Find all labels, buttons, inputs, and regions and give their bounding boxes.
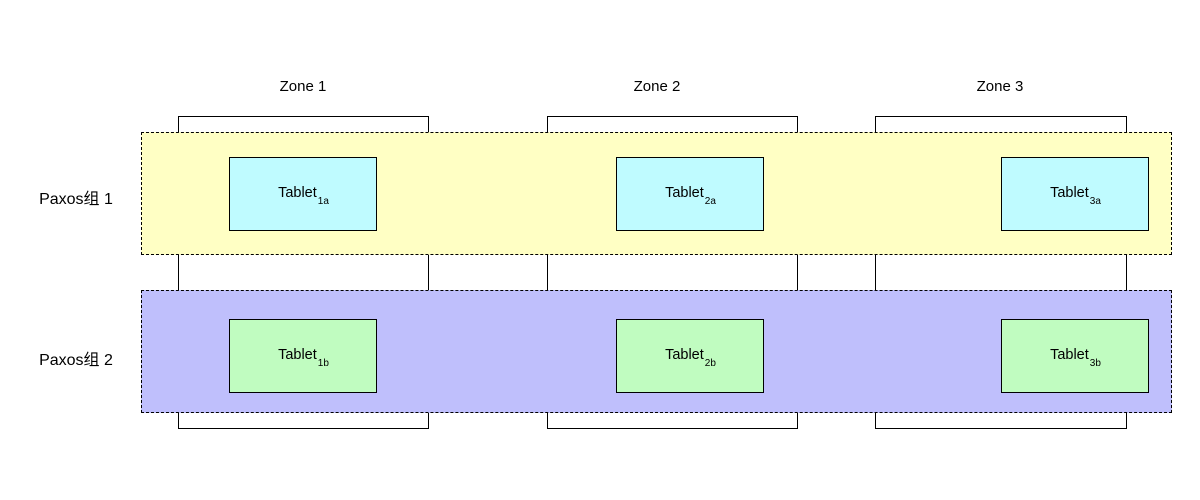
zone-2-label: Zone 2 xyxy=(633,78,681,95)
tablet-1b-label: Tablet1b xyxy=(278,346,329,370)
tablet-2a-box: Tablet2a xyxy=(616,157,764,231)
zone-3-label: Zone 3 xyxy=(976,78,1024,95)
zone-2-bracket xyxy=(547,116,798,429)
tablet-1b-box: Tablet1b xyxy=(229,319,377,393)
paxos-group-1-label: Paxos组 1 xyxy=(39,191,113,208)
zone-1-label: Zone 1 xyxy=(279,78,327,95)
paxos-group-2-label: Paxos组 2 xyxy=(39,352,113,369)
zone-1-bracket xyxy=(178,116,429,429)
tablet-3b-label: Tablet3b xyxy=(1050,346,1101,370)
tablet-3b-box: Tablet3b xyxy=(1001,319,1149,393)
tablet-2b-box: Tablet2b xyxy=(616,319,764,393)
tablet-3a-label: Tablet3a xyxy=(1050,184,1101,208)
tablet-3a-box: Tablet3a xyxy=(1001,157,1149,231)
zone-3-bracket xyxy=(875,116,1127,429)
tablet-1a-label: Tablet1a xyxy=(278,184,329,208)
tablet-2b-label: Tablet2b xyxy=(665,346,716,370)
tablet-2a-label: Tablet2a xyxy=(665,184,716,208)
tablet-1a-box: Tablet1a xyxy=(229,157,377,231)
